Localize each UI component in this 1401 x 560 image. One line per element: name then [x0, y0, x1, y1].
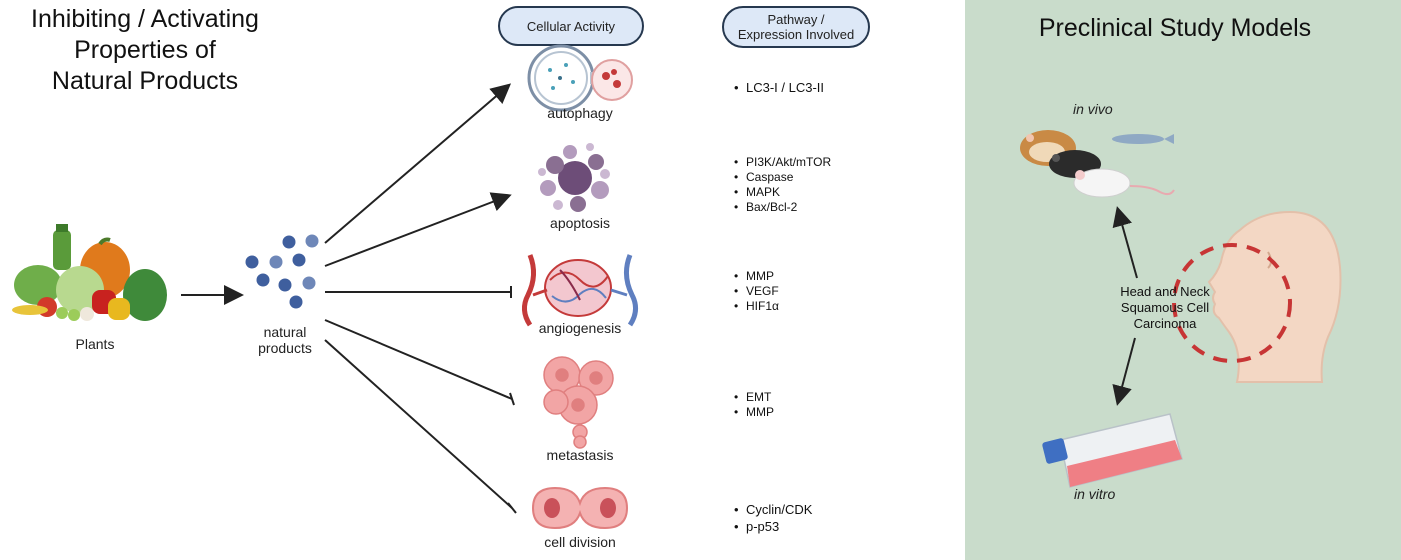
angiogenesis-icon — [522, 254, 638, 327]
hnscc-label: Head and Neck Squamous Cell Carcinoma — [1120, 284, 1210, 331]
arrow-apoptosis — [324, 192, 512, 267]
pathway-list-cell-division: Cyclin/CDK p-p53 — [732, 501, 892, 535]
flask-icon — [1042, 413, 1183, 488]
main-title: Inhibiting / Activating Properties of Na… — [31, 5, 259, 95]
pathway-list-angiogenesis: MMP VEGF HIF1α — [732, 269, 892, 314]
pathway-list-autophagy: LC3-I / LC3-II — [732, 79, 892, 96]
pathway-item: p-p53 — [732, 518, 892, 535]
pathway-list-apoptosis: PI3K/Akt/mTOR Caspase MAPK Bax/Bcl-2 — [732, 155, 892, 215]
activity-label-apoptosis: apoptosis — [550, 215, 610, 231]
pathway-header: Pathway / Expression Involved — [722, 6, 870, 48]
pathway-item: EMT — [732, 390, 892, 405]
arrow-autophagy — [324, 83, 512, 244]
in-vivo-label: in vivo — [1073, 101, 1113, 117]
pathway-item: VEGF — [732, 284, 892, 299]
activity-label-angiogenesis: angiogenesis — [538, 320, 622, 336]
inhibit-metastasis — [324, 319, 513, 400]
plants-illustration — [12, 224, 167, 321]
pathway-item: Bax/Bcl-2 — [732, 200, 892, 215]
preclinical-title: Preclinical Study Models — [1038, 14, 1312, 42]
pathway-item: MAPK — [732, 185, 892, 200]
tumor-dashed-circle — [1172, 243, 1292, 363]
pathway-item: MMP — [732, 405, 892, 420]
activity-label-autophagy: autophagy — [547, 105, 613, 121]
pathway-item: PI3K/Akt/mTOR — [732, 155, 892, 170]
pathway-item: Cyclin/CDK — [732, 501, 892, 518]
pathway-item: LC3-I / LC3-II — [732, 79, 892, 96]
natural-products-label: natural products — [258, 324, 312, 356]
pathway-list-metastasis: EMT MMP — [732, 390, 892, 420]
activity-label-metastasis: metastasis — [546, 447, 614, 463]
natural-products-molecules — [245, 234, 319, 309]
in-vitro-label: in vitro — [1074, 486, 1116, 502]
activity-label-cell-division: cell division — [544, 534, 616, 550]
pathway-item: MMP — [732, 269, 892, 284]
autophagy-icon — [527, 44, 633, 112]
cell-division-icon — [531, 486, 629, 530]
pathway-item: HIF1α — [732, 299, 892, 314]
metastasis-icon — [543, 356, 614, 449]
inhibit-cell-division — [324, 339, 513, 509]
plants-label: Plants — [75, 336, 115, 352]
cellular-activity-header: Cellular Activity — [498, 6, 644, 46]
apoptosis-icon — [538, 143, 610, 212]
animal-models-icon — [1020, 130, 1175, 198]
pathway-item: Caspase — [732, 170, 892, 185]
